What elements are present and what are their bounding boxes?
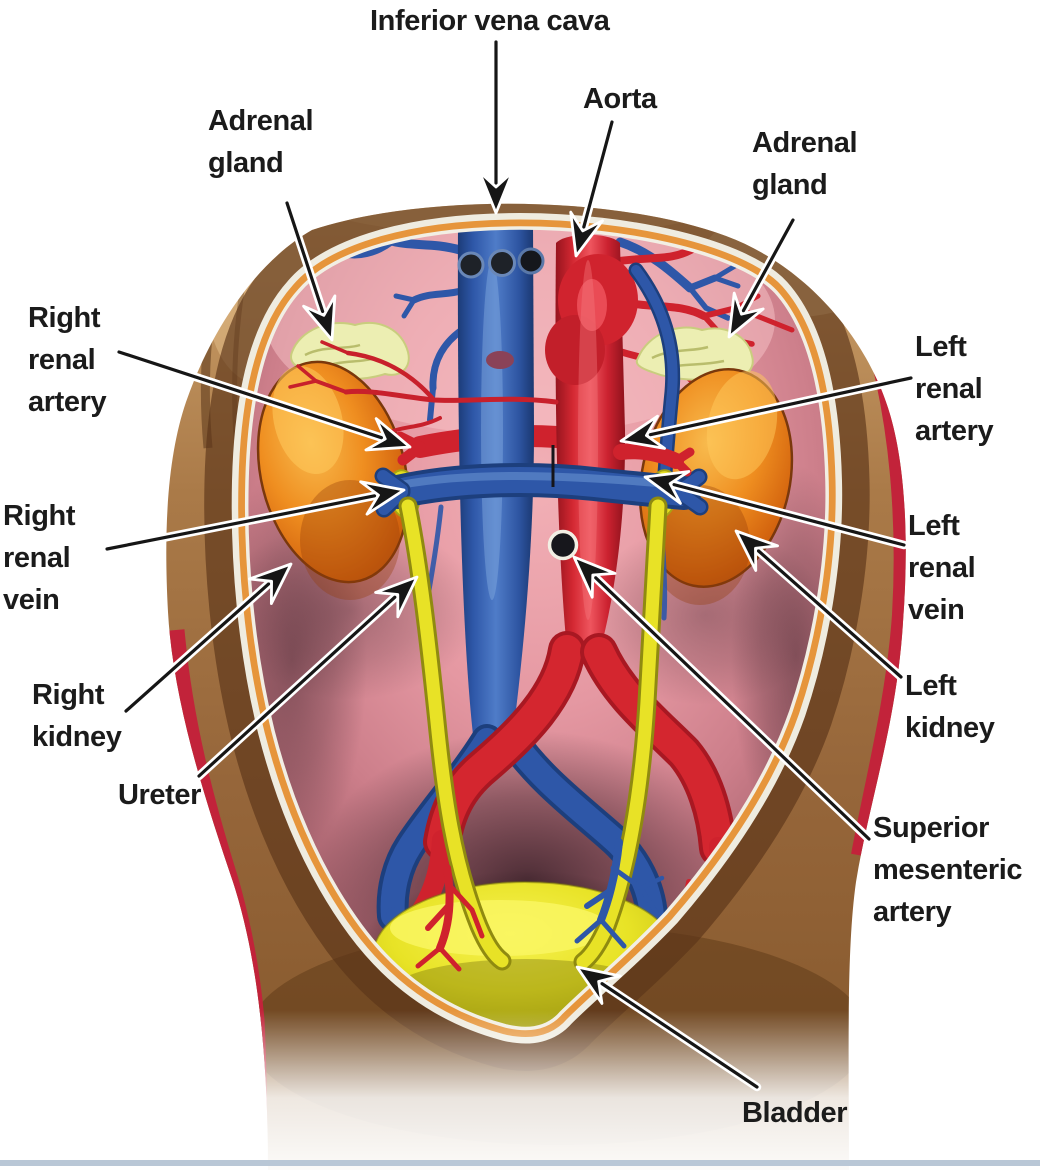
arrow-ureter [194, 575, 419, 781]
arrow-right-kidney [121, 562, 293, 716]
arrow-adrenal-gland-right [727, 215, 798, 339]
arterial-branches-left [288, 340, 559, 434]
arrow-adrenal-gland-left [282, 198, 337, 342]
annotation-arrows [102, 37, 916, 1092]
arrow-inferior-vena-cava [478, 37, 514, 215]
bottom-rule [0, 1160, 1040, 1166]
arrow-aorta [569, 117, 617, 258]
bottom-fade [0, 1010, 1040, 1170]
arrow-superior-mesenteric-artery [572, 555, 874, 844]
arrow-left-renal-vein [643, 470, 909, 550]
ivc-spot [486, 351, 514, 369]
abdominal-cavity [246, 228, 828, 1029]
pelvic-vein-twigs [574, 838, 665, 949]
arrow-right-renal-vein [102, 480, 406, 554]
muscle-stripe-right [851, 358, 906, 857]
aorta-vessel [545, 234, 638, 662]
ureter-left-shape [573, 496, 668, 972]
superior-mesenteric-artery-stump [547, 529, 579, 561]
hepatic-vein-openings [457, 247, 545, 279]
arrow-right-renal-artery [114, 347, 412, 452]
arrow-left-kidney [734, 529, 906, 682]
arrow-bladder [575, 965, 762, 1092]
arrow-left-renal-artery [619, 373, 916, 450]
left-kidney-shape [638, 368, 794, 605]
left-renal-artery-vessel [613, 443, 695, 477]
